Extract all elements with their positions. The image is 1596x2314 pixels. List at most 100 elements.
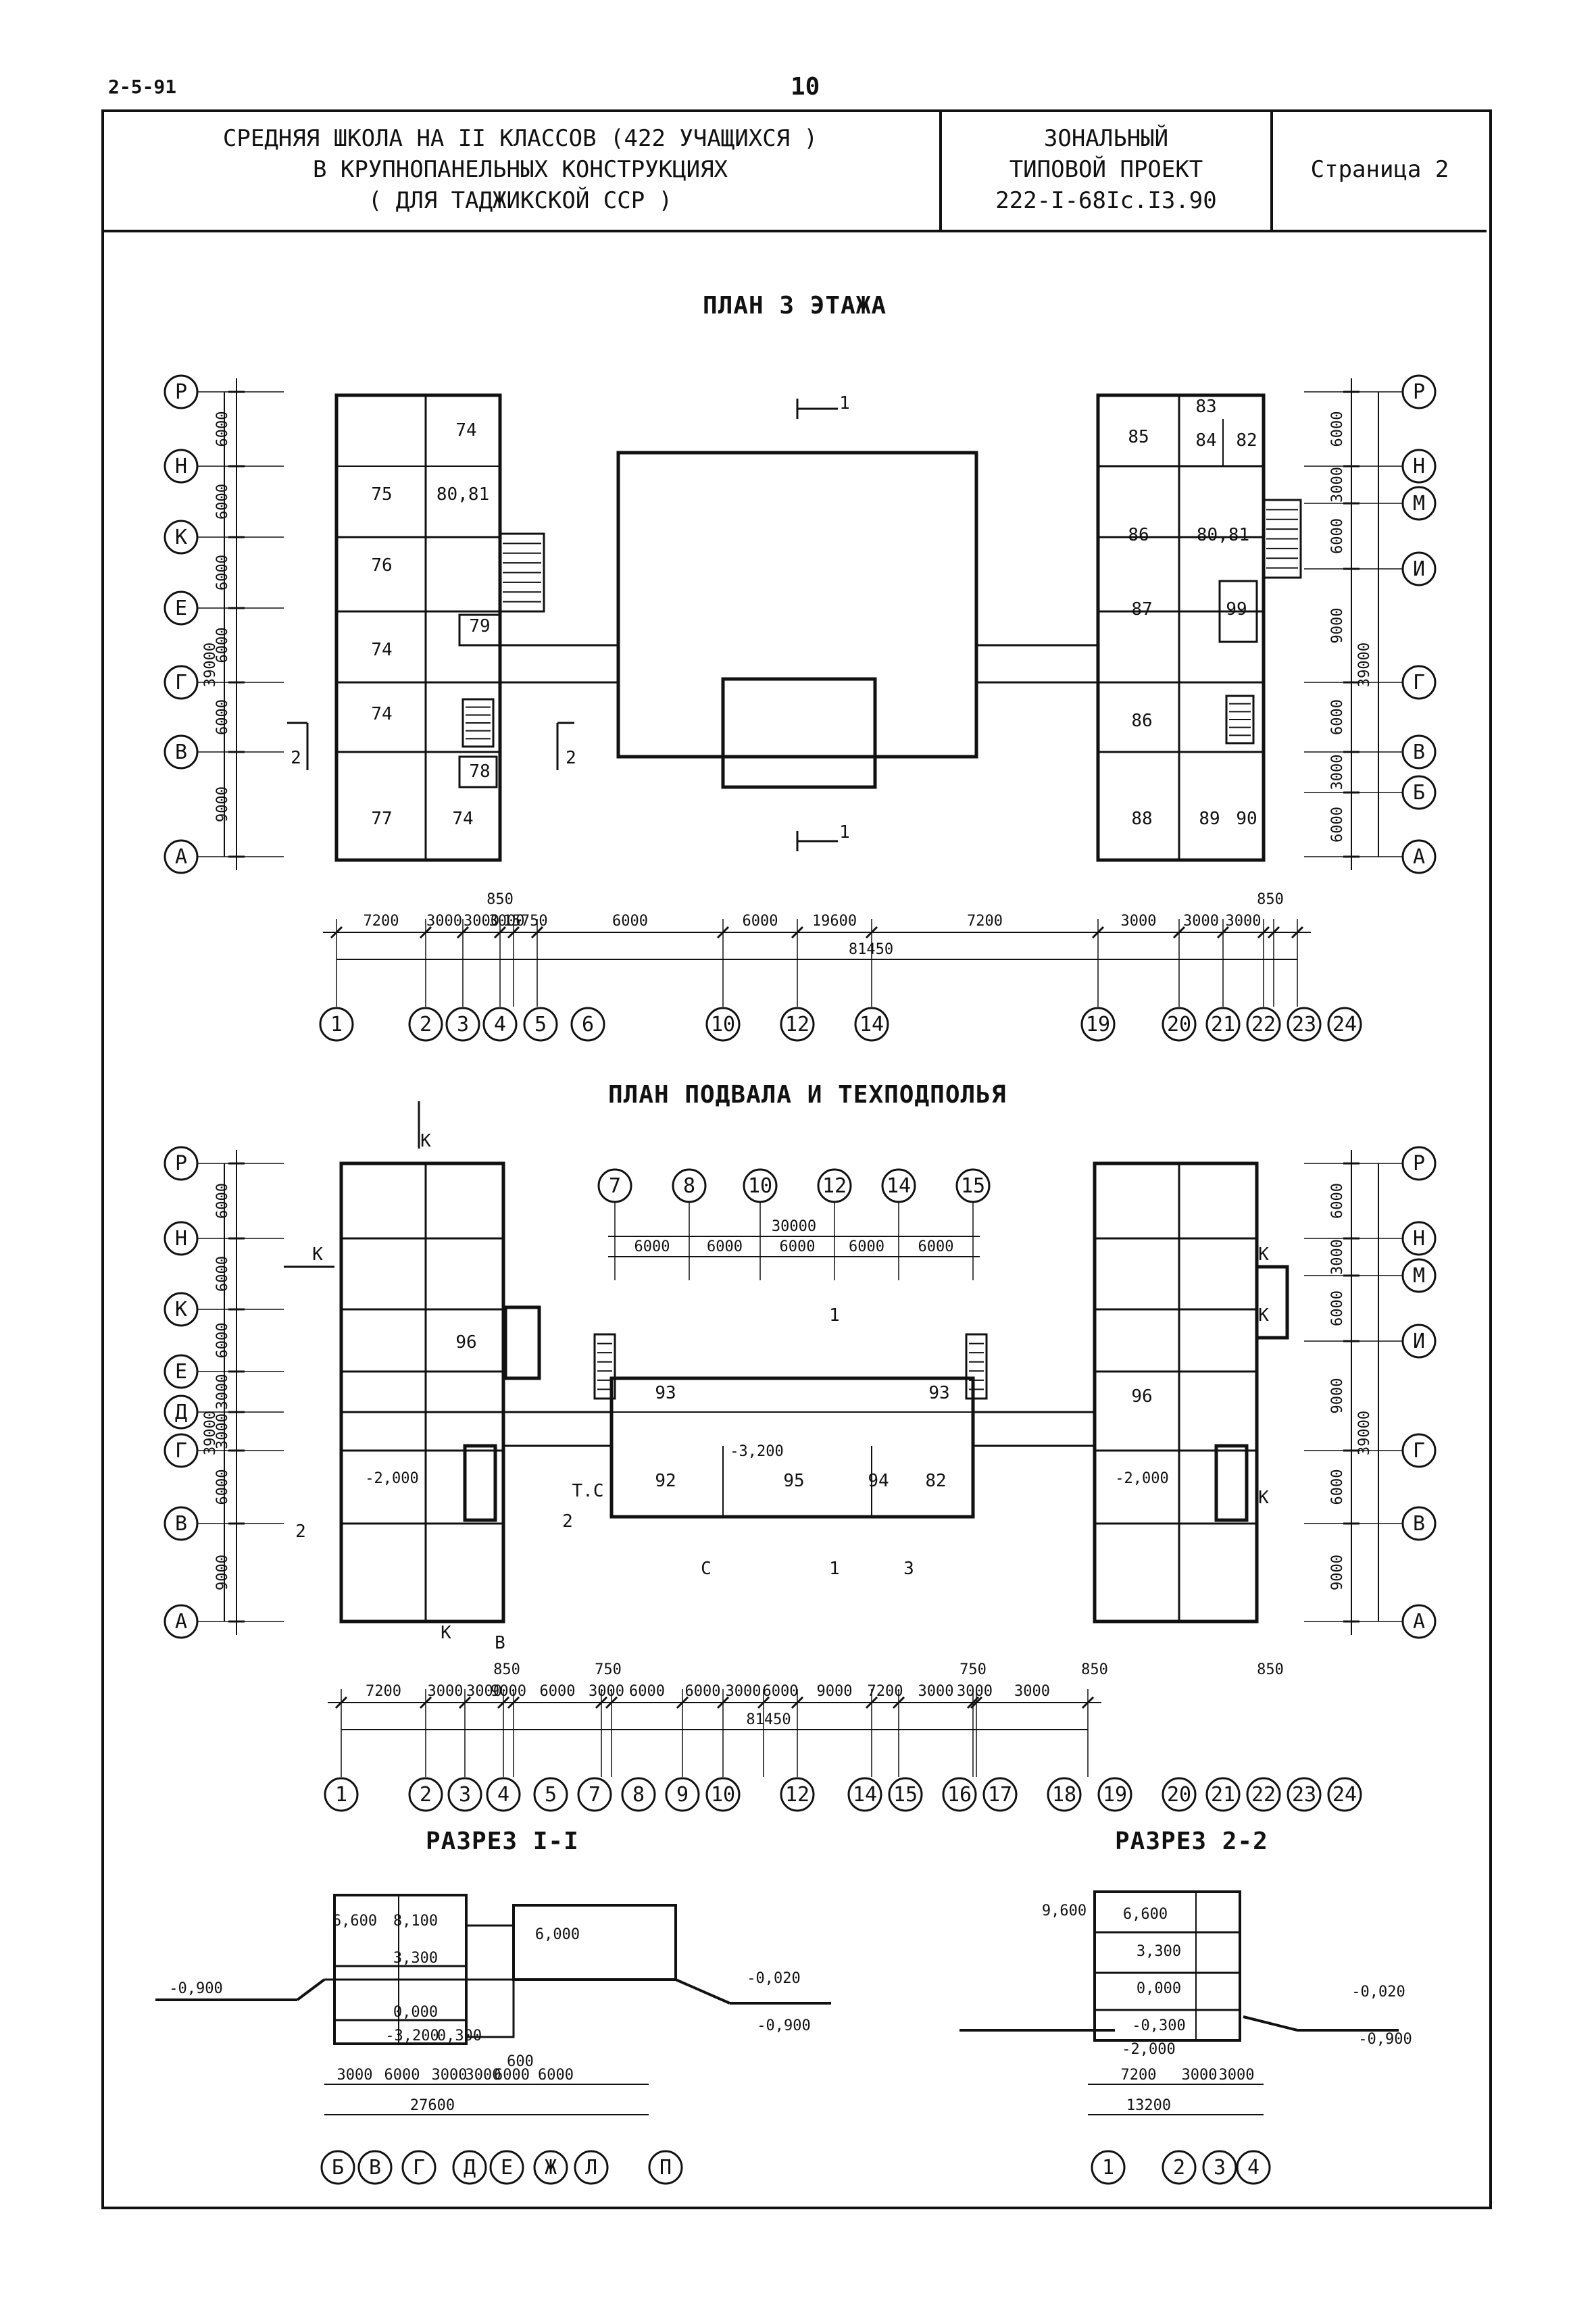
dimension-label: 6000 <box>214 699 231 735</box>
level-mark: 6,600 <box>332 1913 377 1930</box>
axis-label: 14 <box>887 1174 911 1198</box>
axis-label: 10 <box>711 1783 735 1807</box>
axis-label: 6 <box>582 1013 594 1036</box>
stair <box>593 1333 616 1400</box>
dimension-total: 81450 <box>746 1711 791 1728</box>
dimension-label: 6000 <box>685 1683 721 1700</box>
marker-label: Т.С <box>572 1481 604 1501</box>
level-mark: -0,020 <box>1351 1984 1405 2001</box>
cut-label: 1 <box>839 393 850 413</box>
level-mark: -3,200 <box>385 2028 439 2044</box>
level-mark: -0,900 <box>1358 2031 1412 2048</box>
axis-label: 12 <box>785 1783 809 1807</box>
marker-label: С <box>701 1559 712 1579</box>
axis-bubble <box>1287 1777 1322 1812</box>
level-mark: 3,300 <box>1137 1943 1181 1960</box>
axis-bubble <box>570 1007 605 1042</box>
axis-bubble <box>482 1007 518 1042</box>
axis-label: 20 <box>1167 1013 1191 1036</box>
axis-label: 24 <box>1332 1783 1357 1807</box>
level-mark: 9,600 <box>1042 1903 1087 1919</box>
dimension-label: 3000 <box>432 2067 468 2084</box>
ground-line <box>296 1978 326 2001</box>
dimension-label: 850 <box>493 1661 520 1678</box>
dimension-label: 3000 <box>337 2067 373 2084</box>
axis-label: В <box>369 2156 381 2180</box>
axis-label: В <box>1413 740 1425 764</box>
dimension-label: 3000 <box>1121 913 1157 930</box>
sheet-label: Страница 2 <box>1273 109 1487 230</box>
axis-label: Р <box>1413 380 1425 404</box>
axis-label: 23 <box>1292 1013 1316 1036</box>
dimension-label: 3000 <box>957 1683 993 1700</box>
dimension-label: 6000 <box>634 1238 670 1255</box>
axis-bubble <box>847 1777 882 1812</box>
axis-label: Н <box>175 1227 187 1251</box>
dimension-label: 7200 <box>364 913 399 930</box>
dimension-label: 850 <box>487 891 514 908</box>
project-line: ЗОНАЛЬНЫЙ <box>1043 125 1169 152</box>
axis-label: П <box>659 2156 672 2180</box>
axis-bubble <box>1162 2150 1197 2185</box>
axis-bubble <box>648 2150 683 2185</box>
dimension-label: 750 <box>595 1661 622 1678</box>
axis-label: 22 <box>1251 1783 1276 1807</box>
dimension-label: 9000 <box>491 1683 526 1700</box>
dimension-label: 9000 <box>1329 1555 1346 1590</box>
dimension-label: 3000 <box>426 913 462 930</box>
axis-label: Г <box>1413 1439 1425 1463</box>
dimension-label: 6000 <box>1329 1183 1346 1219</box>
section-block-3 <box>512 1904 677 1981</box>
axis-label: 3 <box>1214 2156 1226 2180</box>
project-line: ТИПОВОЙ ПРОЕКТ <box>1009 156 1203 183</box>
dimension-total: 39000 <box>202 643 219 687</box>
axis-label: К <box>175 1298 187 1322</box>
project-line: 222-I-68Iс.I3.90 <box>995 187 1217 214</box>
cut-label: 2 <box>291 748 301 768</box>
dimension-label: 9000 <box>1329 608 1346 644</box>
dimension-label: 6000 <box>743 913 778 930</box>
level-mark: 6,000 <box>535 1926 580 1943</box>
sheet-code: 2-5-91 <box>108 76 177 98</box>
room-number: 87 <box>1131 599 1152 620</box>
dimension-label: 3000 <box>1329 755 1346 790</box>
axis-label: 17 <box>988 1783 1012 1807</box>
dimension-label: 3000 <box>466 1683 502 1700</box>
axis-label: 7 <box>609 1174 621 1198</box>
dimension-total: 13200 <box>1126 2097 1171 2114</box>
room-number: 88 <box>1131 809 1152 829</box>
axis-bubble <box>955 1168 991 1203</box>
axis-label: М <box>1413 492 1425 515</box>
axis-label: 7 <box>589 1783 601 1807</box>
axis-bubble <box>533 2150 568 2185</box>
axis-bubble <box>401 2150 437 2185</box>
axis-label: Б <box>332 2156 344 2180</box>
dimension-label: 6000 <box>214 555 231 590</box>
room-number: 84 <box>1195 430 1216 451</box>
dimension-label: 3000 <box>1183 913 1219 930</box>
axis-label: Ж <box>545 2156 557 2180</box>
room-number: 80,81 <box>1197 525 1249 545</box>
axis-label: Н <box>175 455 187 478</box>
axis-bubble <box>672 1168 707 1203</box>
marker-label: 2 <box>295 1521 306 1542</box>
axis-bubble <box>1327 1007 1362 1042</box>
axis-bubble <box>1246 1007 1281 1042</box>
axis-bubble <box>881 1168 916 1203</box>
axis-label: 3 <box>459 1783 471 1807</box>
axis-label: Д <box>464 2156 476 2180</box>
axis-label: 21 <box>1211 1013 1235 1036</box>
axis-label: 18 <box>1052 1783 1076 1807</box>
plan3-title: ПЛАН 3 ЭТАЖА <box>703 292 887 320</box>
dimension-label: 3000 <box>466 2067 501 2084</box>
dimension-label: 6000 <box>214 1323 231 1359</box>
marker-label: К <box>1258 1244 1269 1265</box>
axis-bubble <box>1047 1777 1082 1812</box>
axis-label: 20 <box>1167 1783 1191 1807</box>
stair <box>965 1333 988 1400</box>
level-mark: -0,900 <box>757 2017 810 2034</box>
dimension-label: 3000 <box>1329 1239 1346 1275</box>
dimension-label: 6000 <box>1329 1290 1346 1326</box>
level-mark: -0,900 <box>169 1980 222 1997</box>
axis-bubble <box>1162 1777 1197 1812</box>
